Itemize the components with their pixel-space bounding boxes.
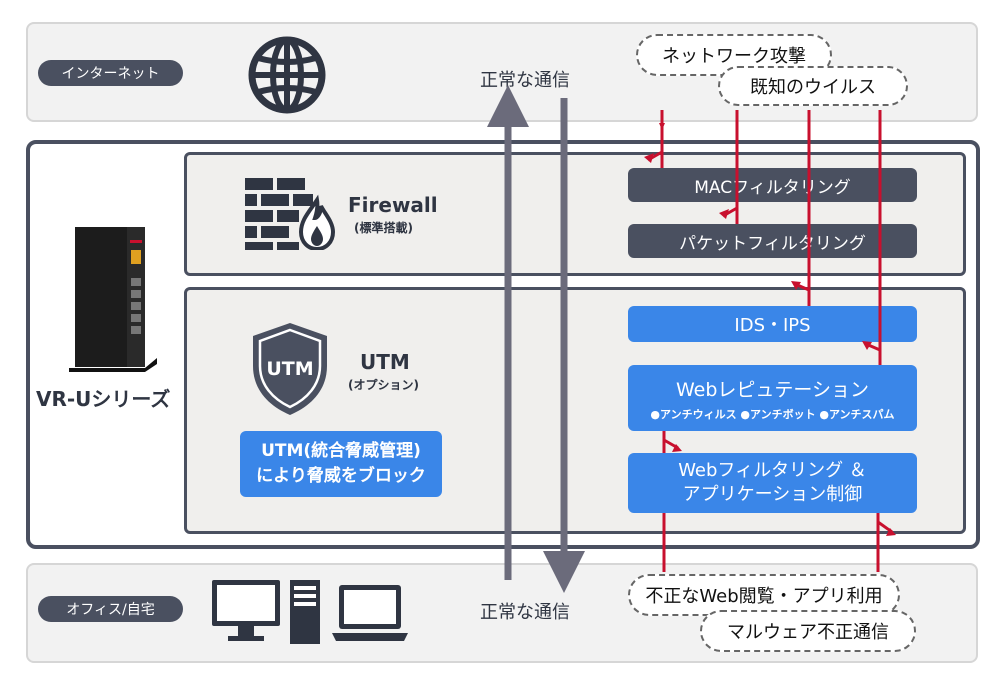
firewall-title: Firewall — [348, 193, 438, 217]
device-name: VR-Uシリーズ — [36, 387, 171, 411]
mac-filtering-label: MACフィルタリング — [694, 177, 851, 198]
utm-block-callout: UTM(統合脅威管理) により脅威をブロック — [240, 431, 442, 497]
router-device-image — [65, 222, 160, 372]
web-filtering-line1: Webフィルタリング ＆ — [678, 460, 867, 481]
threat-lines — [647, 110, 893, 572]
utm-title: UTM — [360, 350, 410, 374]
brick-wall-fire-icon — [245, 178, 337, 252]
threat-known-virus: 既知のウイルス — [718, 66, 908, 106]
packet-filtering-box: パケットフィルタリング — [628, 224, 917, 258]
shield-text: UTM — [266, 358, 314, 380]
mac-filtering-box: MACフィルタリング — [628, 168, 917, 202]
ids-ips-box: IDS・IPS — [628, 306, 917, 342]
web-reputation-box: Webレピュテーション ●アンチウィルス ●アンチボット ●アンチスパム — [628, 365, 917, 431]
office-label: オフィス/自宅 — [38, 596, 183, 622]
desktop-computer-icon — [210, 578, 325, 648]
normal-traffic-label-bottom: 正常な通信 — [480, 602, 570, 623]
laptop-icon — [330, 583, 410, 645]
ids-ips-label: IDS・IPS — [734, 315, 811, 336]
packet-filtering-label: パケットフィルタリング — [679, 233, 866, 254]
web-reputation-features: ●アンチウィルス ●アンチボット ●アンチスパム — [650, 407, 895, 421]
firewall-subtitle: (標準搭載) — [354, 221, 413, 235]
utm-subtitle: (オプション) — [348, 378, 419, 392]
web-filtering-box: Webフィルタリング ＆ アプリケーション制御 — [628, 453, 917, 513]
shield-icon — [248, 320, 332, 418]
utm-block-line2: により脅威をブロック — [256, 466, 426, 486]
threat-malware-traffic: マルウェア不正通信 — [700, 610, 916, 652]
web-filtering-line2: アプリケーション制御 — [682, 484, 863, 505]
globe-icon — [248, 36, 326, 114]
utm-block-line1: UTM(統合脅威管理) — [261, 441, 421, 461]
normal-traffic-arrows — [487, 85, 585, 593]
internet-label: インターネット — [38, 60, 183, 86]
threat-unauthorized-web: 不正なWeb閲覧・アプリ利用 — [628, 574, 900, 616]
web-reputation-title: Webレピュテーション — [675, 378, 870, 401]
